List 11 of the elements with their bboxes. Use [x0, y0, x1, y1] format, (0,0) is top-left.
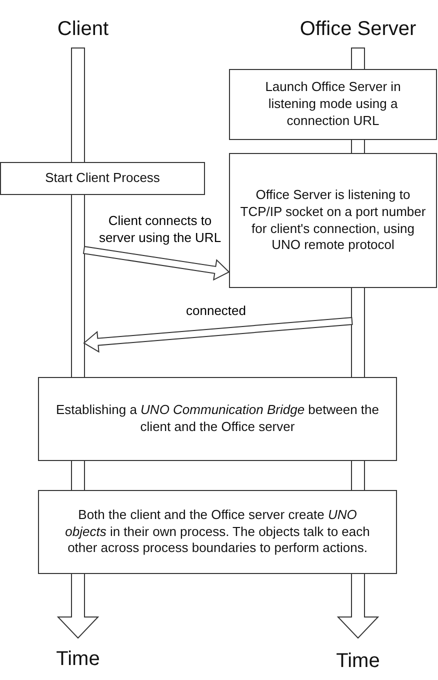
time-label: Time	[336, 650, 380, 673]
time-label: Time	[56, 648, 100, 671]
arrow	[82, 246, 230, 281]
arrow	[83, 316, 353, 353]
lane-heading: Office Server	[300, 18, 416, 41]
process-box: Establishing a UNO Communication Bridge between the client and the Office server	[38, 377, 397, 461]
process-box: Start Client Process	[0, 162, 205, 195]
process-box: Both the client and the Office server create UNO objects in their own process. The objects talk to each other across process boundaries to perform actions.	[38, 490, 397, 574]
process-box: Launch Office Server in listening mode using a connection URL	[229, 69, 437, 140]
process-box: Office Server is listening to TCP/IP socket on a port number for client's connection, using UNO remote protocol	[229, 153, 437, 288]
lane-heading: Client	[57, 18, 109, 41]
